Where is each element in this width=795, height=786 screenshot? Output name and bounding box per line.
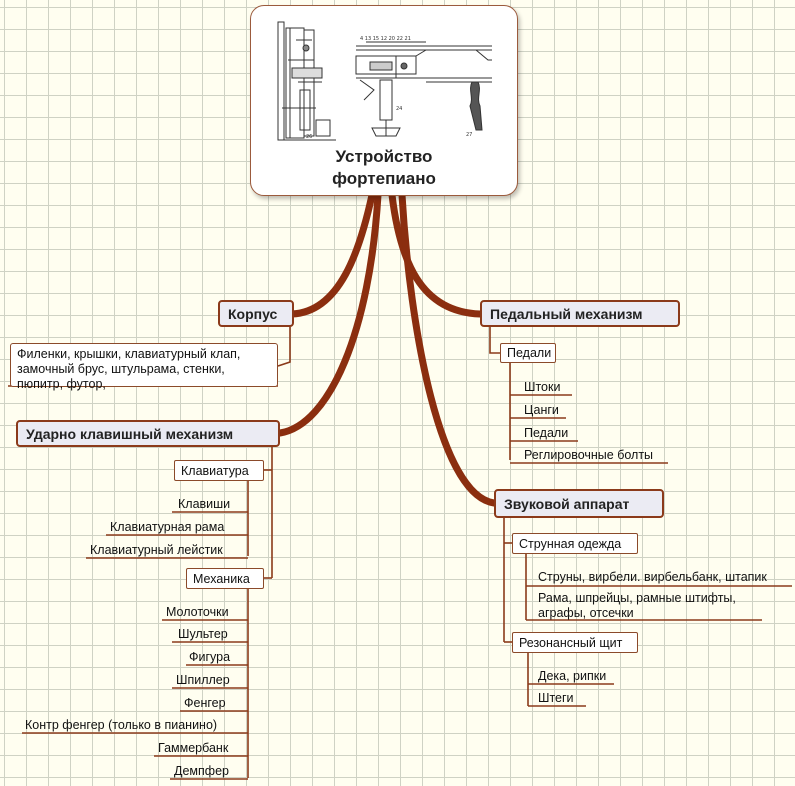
topic-pedal[interactable]: Педальный механизм: [480, 300, 680, 327]
central-topic[interactable]: 4 13 15 12 20 22 21 24 27 26 Устройство …: [250, 5, 518, 196]
subtopic-mekhanika[interactable]: Механика: [186, 568, 264, 589]
subtopic-rezonansny-label: Резонансный щит: [519, 635, 623, 650]
leaf-mekhanika-4[interactable]: Шпиллер: [176, 673, 230, 687]
subtopic-strunnaya[interactable]: Струнная одежда: [512, 533, 638, 554]
central-title: Устройство фортепиано: [251, 146, 517, 190]
topic-korpus-label: Корпус: [228, 305, 278, 322]
topic-udarno[interactable]: Ударно клавишный механизм: [16, 420, 280, 447]
svg-text:4 13 15 12 20 22 21: 4 13 15 12 20 22 21: [360, 36, 411, 42]
leaf-pedali-3[interactable]: Педали: [524, 426, 569, 440]
branch-korpus: [288, 191, 376, 318]
subtopic-klaviatura[interactable]: Клавиатура: [174, 460, 264, 481]
leaf-klaviatura-3[interactable]: Клавиатурный лейстик: [90, 543, 223, 557]
svg-text:27: 27: [466, 132, 472, 138]
subtopic-klaviatura-label: Клавиатура: [181, 463, 249, 478]
subtopic-pedali[interactable]: Педали: [500, 343, 556, 363]
leaf-klaviatura-1[interactable]: Клавиши: [178, 497, 231, 511]
piano-mechanism-drawing-icon: 4 13 15 12 20 22 21 24 27 26: [277, 21, 492, 141]
subtopic-mekhanika-label: Механика: [193, 571, 250, 586]
leaf-mekhanika-5[interactable]: Фенгер: [184, 696, 226, 710]
leaf-rezonansny-1[interactable]: Дека, рипки: [538, 669, 607, 683]
svg-text:26: 26: [306, 134, 312, 140]
leaf-pedali-4[interactable]: Реглировочные болты: [524, 448, 654, 462]
subtopic-strunnaya-label: Струнная одежда: [519, 536, 622, 551]
leaf-mekhanika-2[interactable]: Шультер: [178, 627, 228, 641]
korpus-note[interactable]: Филенки, крышки, клавиатурный клап, замо…: [10, 343, 278, 391]
leaf-mekhanika-1[interactable]: Молоточки: [166, 605, 229, 619]
central-title-line2: фортепиано: [332, 169, 436, 188]
central-title-line1: Устройство: [335, 147, 433, 166]
leaf-mekhanika-7[interactable]: Гаммербанк: [158, 741, 229, 755]
leaf-rezonansny-2[interactable]: Штеги: [538, 691, 574, 705]
leaf-strunnaya-2[interactable]: Рама, шпрейцы, рамные штифты, аграфы, от…: [538, 591, 736, 620]
topic-zvuk-label: Звуковой аппарат: [504, 495, 630, 512]
leaf-pedali-2[interactable]: Цанги: [524, 403, 559, 417]
korpus-note-text: Филенки, крышки, клавиатурный клап, замо…: [17, 347, 241, 391]
leaf-pedali-1[interactable]: Штоки: [524, 380, 561, 394]
topic-pedal-label: Педальный механизм: [490, 305, 643, 322]
branch-zvuk: [398, 191, 498, 507]
leaf-strunnaya-1[interactable]: Струны, вирбели. вирбельбанк, штапик: [538, 570, 767, 584]
topic-korpus[interactable]: Корпус: [218, 300, 294, 327]
topic-zvuk[interactable]: Звуковой аппарат: [494, 489, 664, 518]
topic-udarno-label: Ударно клавишный механизм: [26, 425, 234, 442]
subtopic-rezonansny[interactable]: Резонансный щит: [512, 632, 638, 653]
leaf-mekhanika-6[interactable]: Контр фенгер (только в пианино): [25, 718, 218, 732]
subtopic-pedali-label: Педали: [507, 346, 552, 360]
leaf-mekhanika-8[interactable]: Демпфер: [174, 764, 229, 778]
leaf-klaviatura-2[interactable]: Клавиатурная рама: [110, 520, 225, 534]
svg-text:24: 24: [396, 106, 402, 112]
branch-udarno: [276, 191, 382, 437]
leaf-mekhanika-3[interactable]: Фигура: [189, 650, 231, 664]
branch-pedal: [388, 191, 484, 318]
